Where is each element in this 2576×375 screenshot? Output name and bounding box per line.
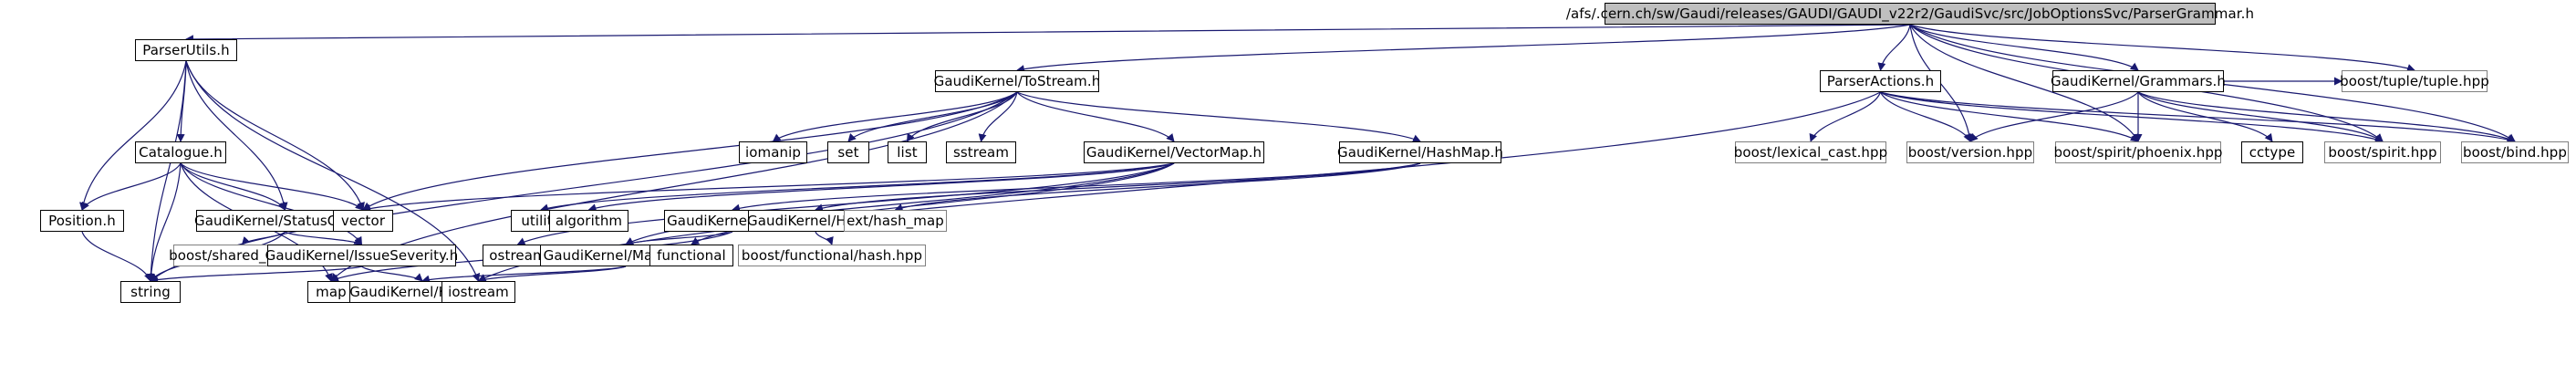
graph-node-set[interactable]: set: [827, 141, 869, 163]
graph-node-iomanip[interactable]: iomanip: [739, 141, 807, 163]
graph-node-exthashmap[interactable]: ext/hash_map: [844, 210, 947, 232]
graph-edge: [847, 91, 1018, 142]
graph-edge: [2137, 91, 2384, 142]
graph-node-catalogue[interactable]: Catalogue.h: [135, 141, 226, 163]
graph-edge: [1879, 91, 1971, 142]
graph-edge: [361, 266, 423, 282]
graph-edge: [1809, 91, 1882, 142]
graph-edge: [1909, 24, 2139, 71]
graph-edge: [146, 60, 187, 282]
graph-edge: [180, 162, 363, 245]
graph-edge: [1909, 24, 2139, 142]
graph-edge: [477, 266, 627, 283]
graph-edge: [978, 91, 1018, 142]
graph-node-parseractions[interactable]: ParserActions.h: [1820, 70, 1941, 92]
graph-edge: [1909, 24, 2415, 72]
graph-edge: [587, 162, 1175, 213]
graph-node-list[interactable]: list: [888, 141, 927, 163]
graph-edge: [1016, 24, 1911, 73]
graph-edge: [1016, 91, 1421, 142]
graph-edge: [1016, 91, 1175, 142]
graph-edge: [185, 60, 365, 211]
graph-node-vector[interactable]: vector: [333, 210, 393, 232]
graph-node-boostbind[interactable]: boost/bind.hpp: [2461, 141, 2569, 163]
graph-node-position[interactable]: Position.h: [40, 210, 124, 232]
graph-edge: [147, 162, 182, 282]
graph-node-root[interactable]: /afs/.cern.ch/sw/Gaudi/releases/GAUDI/GA…: [1566, 3, 2254, 25]
graph-node-cctype[interactable]: cctype: [2241, 141, 2303, 163]
graph-edge: [81, 231, 152, 282]
graph-node-tostream[interactable]: GaudiKernel/ToStream.h: [934, 70, 1100, 92]
graph-edge: [185, 60, 288, 211]
graph-edge: [1880, 91, 2384, 143]
graph-edge: [894, 162, 1421, 212]
graph-node-boostversion[interactable]: boost/version.hpp: [1906, 141, 2034, 163]
graph-node-sstream[interactable]: sstream: [946, 141, 1016, 163]
graph-node-functionalhash[interactable]: boost/functional/hash.hpp: [738, 245, 926, 266]
graph-edge: [180, 162, 286, 211]
graph-edge: [185, 60, 481, 282]
graph-node-boostspirit[interactable]: boost/spirit.hpp: [2324, 141, 2441, 163]
graph-edge: [815, 231, 834, 245]
graph-edge: [2137, 91, 2516, 142]
graph-node-phoenix[interactable]: boost/spirit/phoenix.hpp: [2053, 141, 2222, 163]
graph-node-map[interactable]: map: [307, 281, 355, 303]
graph-edge: [815, 162, 1421, 213]
graph-node-tupletuple[interactable]: boost/tuple/tuple.hpp: [2340, 70, 2489, 92]
graph-edge: [1880, 91, 2516, 144]
graph-node-string[interactable]: string: [120, 281, 181, 303]
graph-edge: [772, 91, 1018, 142]
graph-node-issueseverity[interactable]: GaudiKernel/IssueSeverity.h: [265, 245, 458, 266]
graph-edge: [362, 91, 1018, 211]
graph-node-algorithm[interactable]: algorithm: [549, 210, 628, 232]
graph-edge: [732, 162, 1421, 213]
graph-edge: [79, 60, 187, 211]
graph-edge: [1880, 91, 2139, 142]
graph-edge: [691, 162, 1175, 245]
graph-node-vectormap[interactable]: GaudiKernel/VectorMap.h: [1084, 141, 1264, 163]
graph-node-grammars[interactable]: GaudiKernel/Grammars.h: [2051, 70, 2226, 92]
graph-node-iostream[interactable]: iostream: [441, 281, 515, 303]
graph-edge: [421, 266, 627, 284]
graph-node-functional[interactable]: functional: [649, 245, 733, 266]
graph-node-parserutils[interactable]: ParserUtils.h: [135, 39, 237, 61]
graph-edge: [2137, 91, 2273, 142]
graph-edge: [1877, 24, 1911, 71]
graph-edge: [185, 24, 1911, 44]
graph-node-lexicalcast[interactable]: boost/lexical_cast.hpp: [1734, 141, 1887, 163]
graph-edge: [362, 162, 1175, 213]
graph-edge: [1969, 91, 2139, 142]
graph-edge: [180, 162, 364, 211]
graph-edge: [81, 162, 182, 211]
graph-node-hashmap[interactable]: GaudiKernel/HashMap.h: [1337, 141, 1503, 163]
